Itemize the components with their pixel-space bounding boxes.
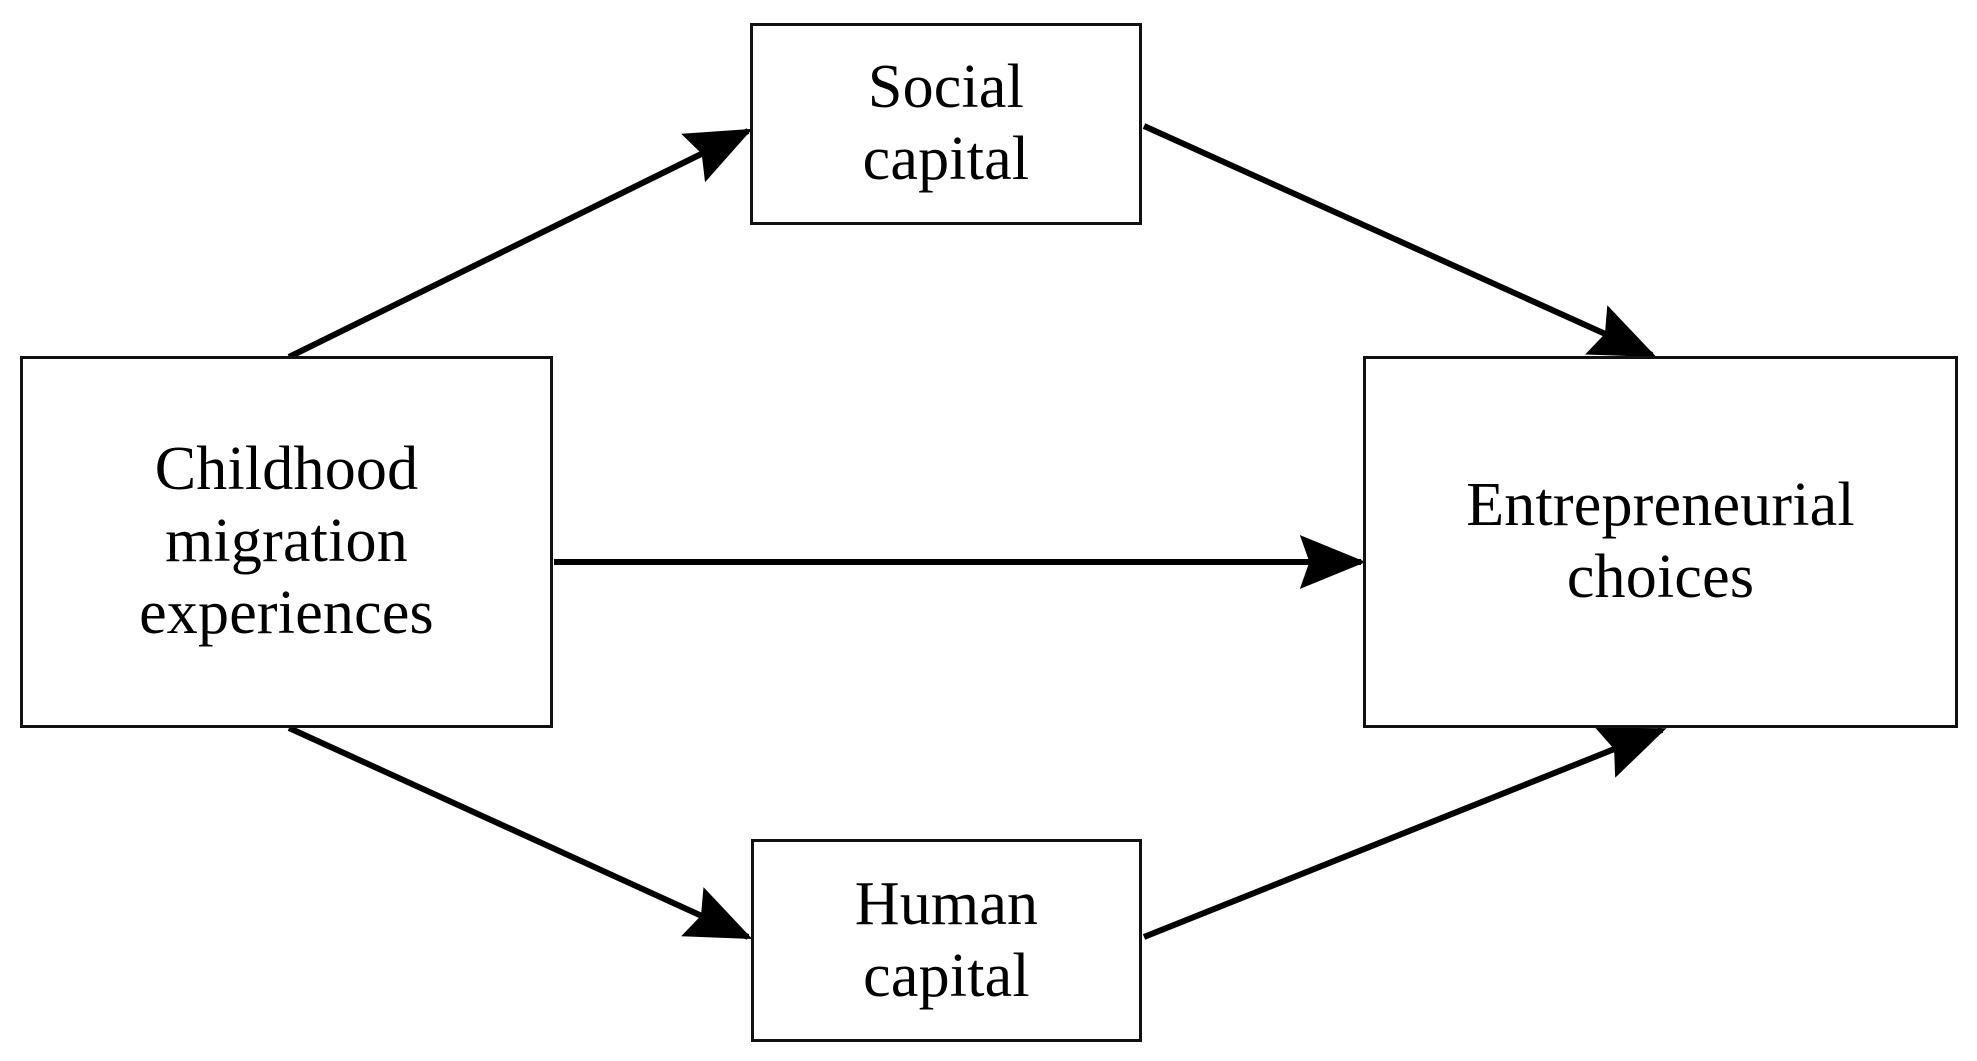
node-label-entrepreneurial-choices: Entrepreneurial choices — [1466, 471, 1855, 611]
node-entrepreneurial-choices: Entrepreneurial choices — [1363, 356, 1958, 728]
arrow-childhood-to-human — [287, 725, 753, 940]
node-childhood-migration-experiences: Childhood migration experiences — [20, 356, 553, 728]
node-social-capital: Social capital — [750, 23, 1142, 225]
node-label-human-capital: Human capital — [854, 869, 1039, 1010]
arrow-human-to-entrepreneurial — [1142, 727, 1667, 940]
arrow-social-to-entrepreneurial — [1142, 123, 1657, 358]
node-label-childhood: Childhood migration experiences — [139, 435, 434, 647]
node-human-capital: Human capital — [751, 839, 1142, 1042]
arrow-childhood-to-social — [287, 128, 753, 360]
node-label-social-capital: Social capital — [862, 53, 1030, 193]
